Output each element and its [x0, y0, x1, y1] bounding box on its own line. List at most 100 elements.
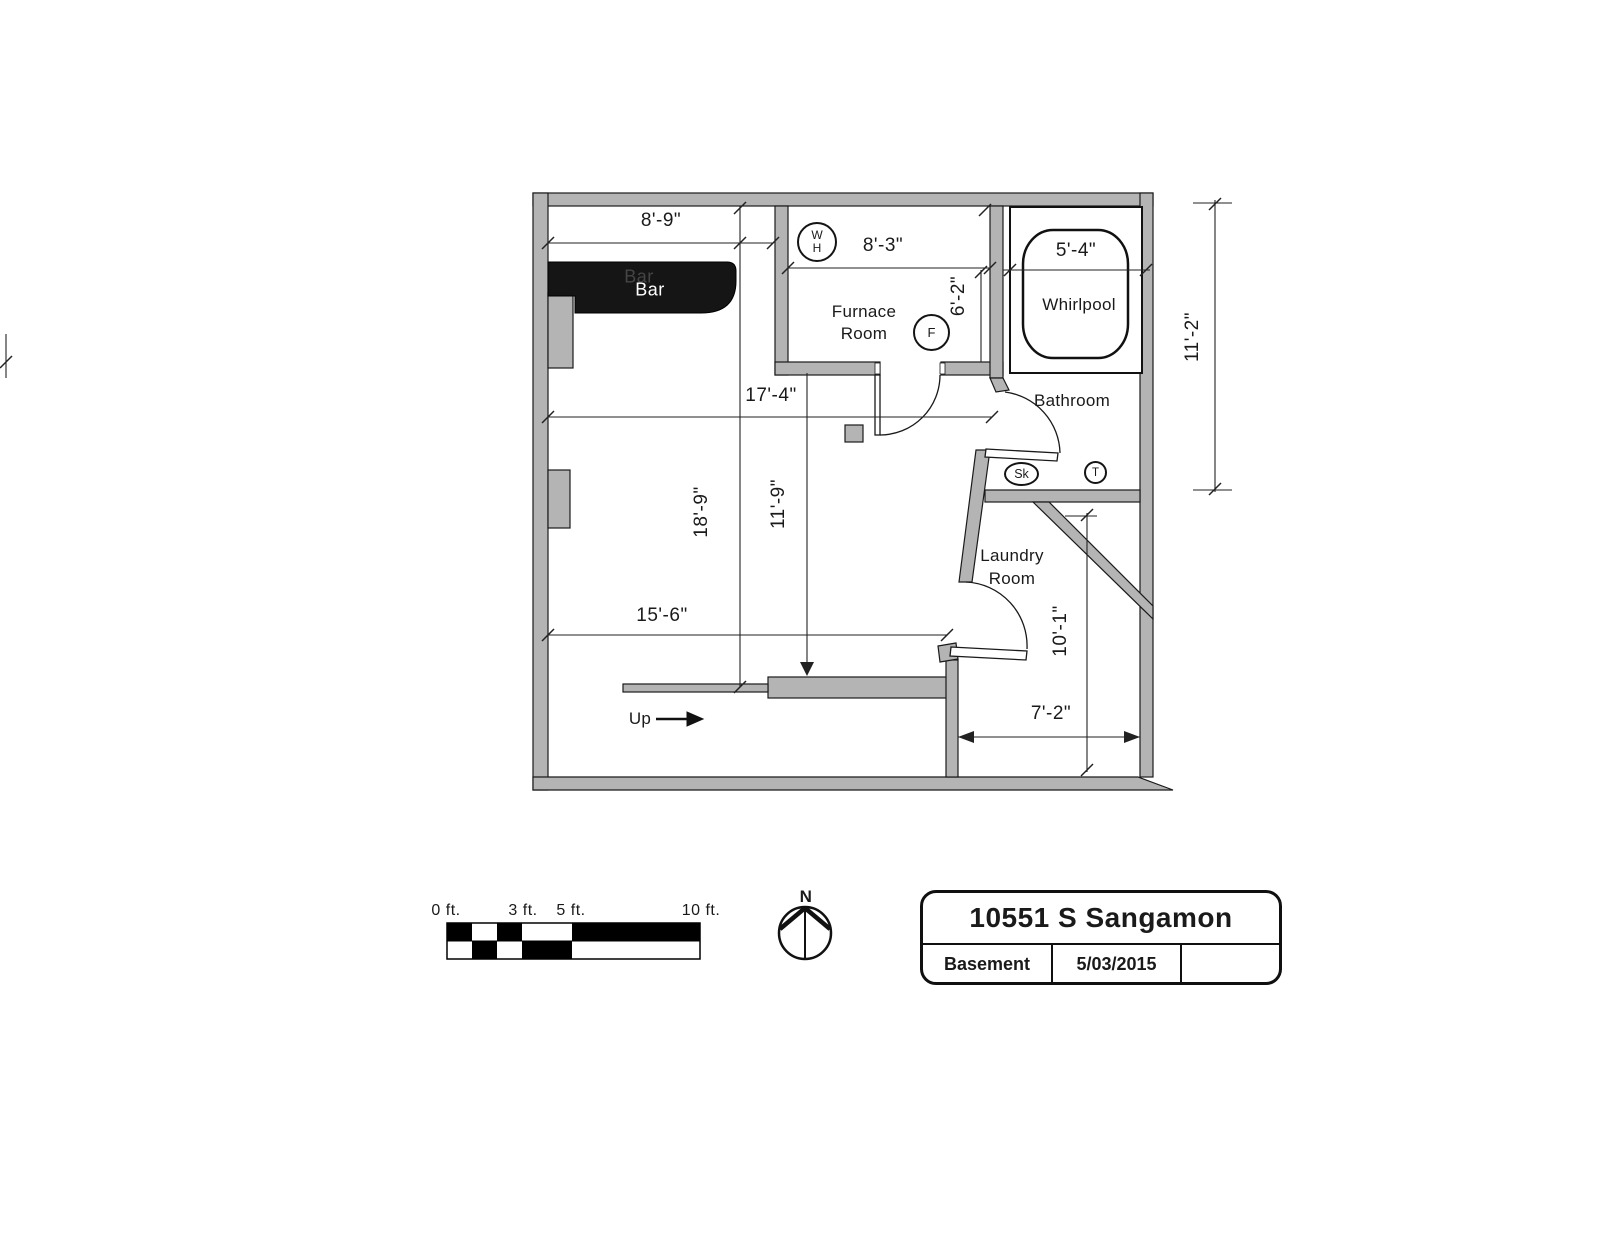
- wall-right: [1139, 192, 1154, 778]
- dimension-lines: [5, 200, 1232, 772]
- dim-label-right-height: 11'-2": [1182, 312, 1203, 362]
- dim-label-furnace-width: 8'-3": [862, 235, 904, 256]
- title-block-date: 5/03/2015: [1051, 945, 1180, 982]
- up-arrow: [656, 711, 705, 727]
- water-heater-label: W H: [811, 228, 823, 255]
- dim-arrow-down: [800, 662, 814, 676]
- dim-tick: [766, 236, 780, 250]
- dimension-ticks: [0, 197, 1222, 777]
- bar-counter: [547, 261, 737, 314]
- dim-tick: [1139, 263, 1153, 277]
- dimension-arrows: [800, 662, 1140, 743]
- sink-marker-label: Sk: [1014, 467, 1029, 481]
- wall-laundry-diagonal: [1031, 501, 1154, 621]
- dim-label-laundry-height: 10'-1": [1050, 605, 1071, 657]
- furnace-room-label-line1: Furnace: [831, 302, 897, 321]
- bathroom-door-leaf: [984, 448, 1059, 462]
- north-compass: [777, 905, 833, 961]
- wall-pilaster-lower: [547, 469, 571, 529]
- wall-furnace-left: [774, 205, 789, 376]
- doors-layer: [874, 374, 1061, 661]
- compass-circle: [777, 905, 833, 961]
- dim-tick: [541, 410, 555, 424]
- furnace-marker-label: F: [927, 325, 936, 340]
- title-block-level: Basement: [943, 954, 1031, 974]
- north-label: N: [799, 887, 813, 906]
- bar-label-shadow: Bar: [624, 266, 654, 287]
- wall-pilaster-upper: [547, 292, 574, 369]
- furnace-door-leaf: [874, 374, 881, 436]
- wall-left: [532, 192, 549, 791]
- wall-top: [532, 192, 1154, 207]
- scale-label-5: 5 ft.: [556, 902, 586, 919]
- dim-arrow-left: [958, 731, 974, 743]
- dim-arrow-right: [1124, 731, 1140, 743]
- support-column: [844, 424, 864, 443]
- dim-tick: [1003, 263, 1017, 277]
- dim-label-furnace-depth: 6'-2": [948, 275, 969, 317]
- dim-tick: [1208, 482, 1222, 496]
- scale-seg: [472, 941, 497, 959]
- bar-label: Bar: [635, 279, 665, 300]
- jamb-left: [874, 362, 881, 375]
- wall-stair-vertical: [945, 659, 959, 778]
- dim-tick: [733, 236, 747, 250]
- wall-bathroom-door-stub: [989, 377, 1010, 393]
- dim-tick: [1080, 508, 1094, 522]
- dim-tick: [985, 410, 999, 424]
- wall-stair-thick: [767, 676, 949, 699]
- compass-wing-right: [803, 906, 832, 931]
- sink-marker: Sk: [1004, 462, 1039, 486]
- dim-tick: [541, 236, 555, 250]
- scale-label-0: 0 ft.: [431, 902, 461, 919]
- dim-label-main-height: 18'-9": [691, 486, 712, 538]
- wall-bottom: [532, 776, 1174, 791]
- whirlpool-tub: [1021, 228, 1130, 360]
- furnace-door-swing: [879, 374, 941, 436]
- scale-seg: [572, 923, 700, 941]
- dim-tick: [978, 203, 992, 217]
- dim-tick: [940, 628, 954, 642]
- scale-seg: [497, 923, 522, 941]
- bathroom-door-swing: [1004, 391, 1061, 454]
- wall-furnace-whirlpool-divider: [989, 205, 1004, 379]
- scale-label-10: 10 ft.: [681, 902, 721, 919]
- laundry-door-leaf: [949, 646, 1028, 661]
- furnace-room-label-line2: Room: [840, 324, 888, 343]
- bathroom-label: Bathroom: [1033, 391, 1111, 410]
- title-block-address: 10551 S Sangamon: [923, 893, 1279, 945]
- scale-seg: [522, 941, 572, 959]
- toilet-marker-label: T: [1091, 466, 1100, 479]
- dim-tick: [1080, 763, 1094, 777]
- whirlpool-label: Whirlpool: [1042, 295, 1116, 314]
- water-heater-marker: W H: [797, 222, 837, 262]
- furnace-marker: F: [913, 314, 950, 351]
- dim-tick: [733, 201, 747, 215]
- laundry-room-label-line1: Laundry: [980, 546, 1044, 565]
- dim-tick: [781, 261, 795, 275]
- dim-label-whirlpool-width: 5'-4": [1055, 240, 1097, 261]
- scale-bar: [446, 922, 701, 960]
- dim-label-center-height: 11'-9": [768, 479, 789, 529]
- title-block-row: Basement 5/03/2015: [923, 945, 1279, 982]
- dim-tick: [974, 265, 988, 279]
- laundry-door-swing: [965, 581, 1028, 650]
- dim-label-bar-width: 8'-9": [640, 210, 682, 231]
- dim-label-bottom-width: 7'-2": [1030, 703, 1072, 724]
- dim-label-lower-width: 15'-6": [636, 605, 688, 626]
- compass-wing-left: [778, 906, 807, 931]
- jamb-right: [939, 362, 946, 375]
- dim-label-main-width: 17'-4": [745, 385, 797, 406]
- dim-tick: [983, 261, 997, 275]
- scale-label-3: 3 ft.: [508, 902, 538, 919]
- wall-bathroom-bottom: [984, 489, 1141, 503]
- walls-layer: [532, 192, 1174, 791]
- door-jambs: [874, 362, 946, 375]
- title-block-empty-cell: [1180, 945, 1279, 982]
- toilet-marker: T: [1084, 461, 1107, 484]
- dim-tick: [541, 628, 555, 642]
- laundry-room-label-line2: Room: [988, 569, 1036, 588]
- wall-furnace-bottom-left: [774, 361, 881, 376]
